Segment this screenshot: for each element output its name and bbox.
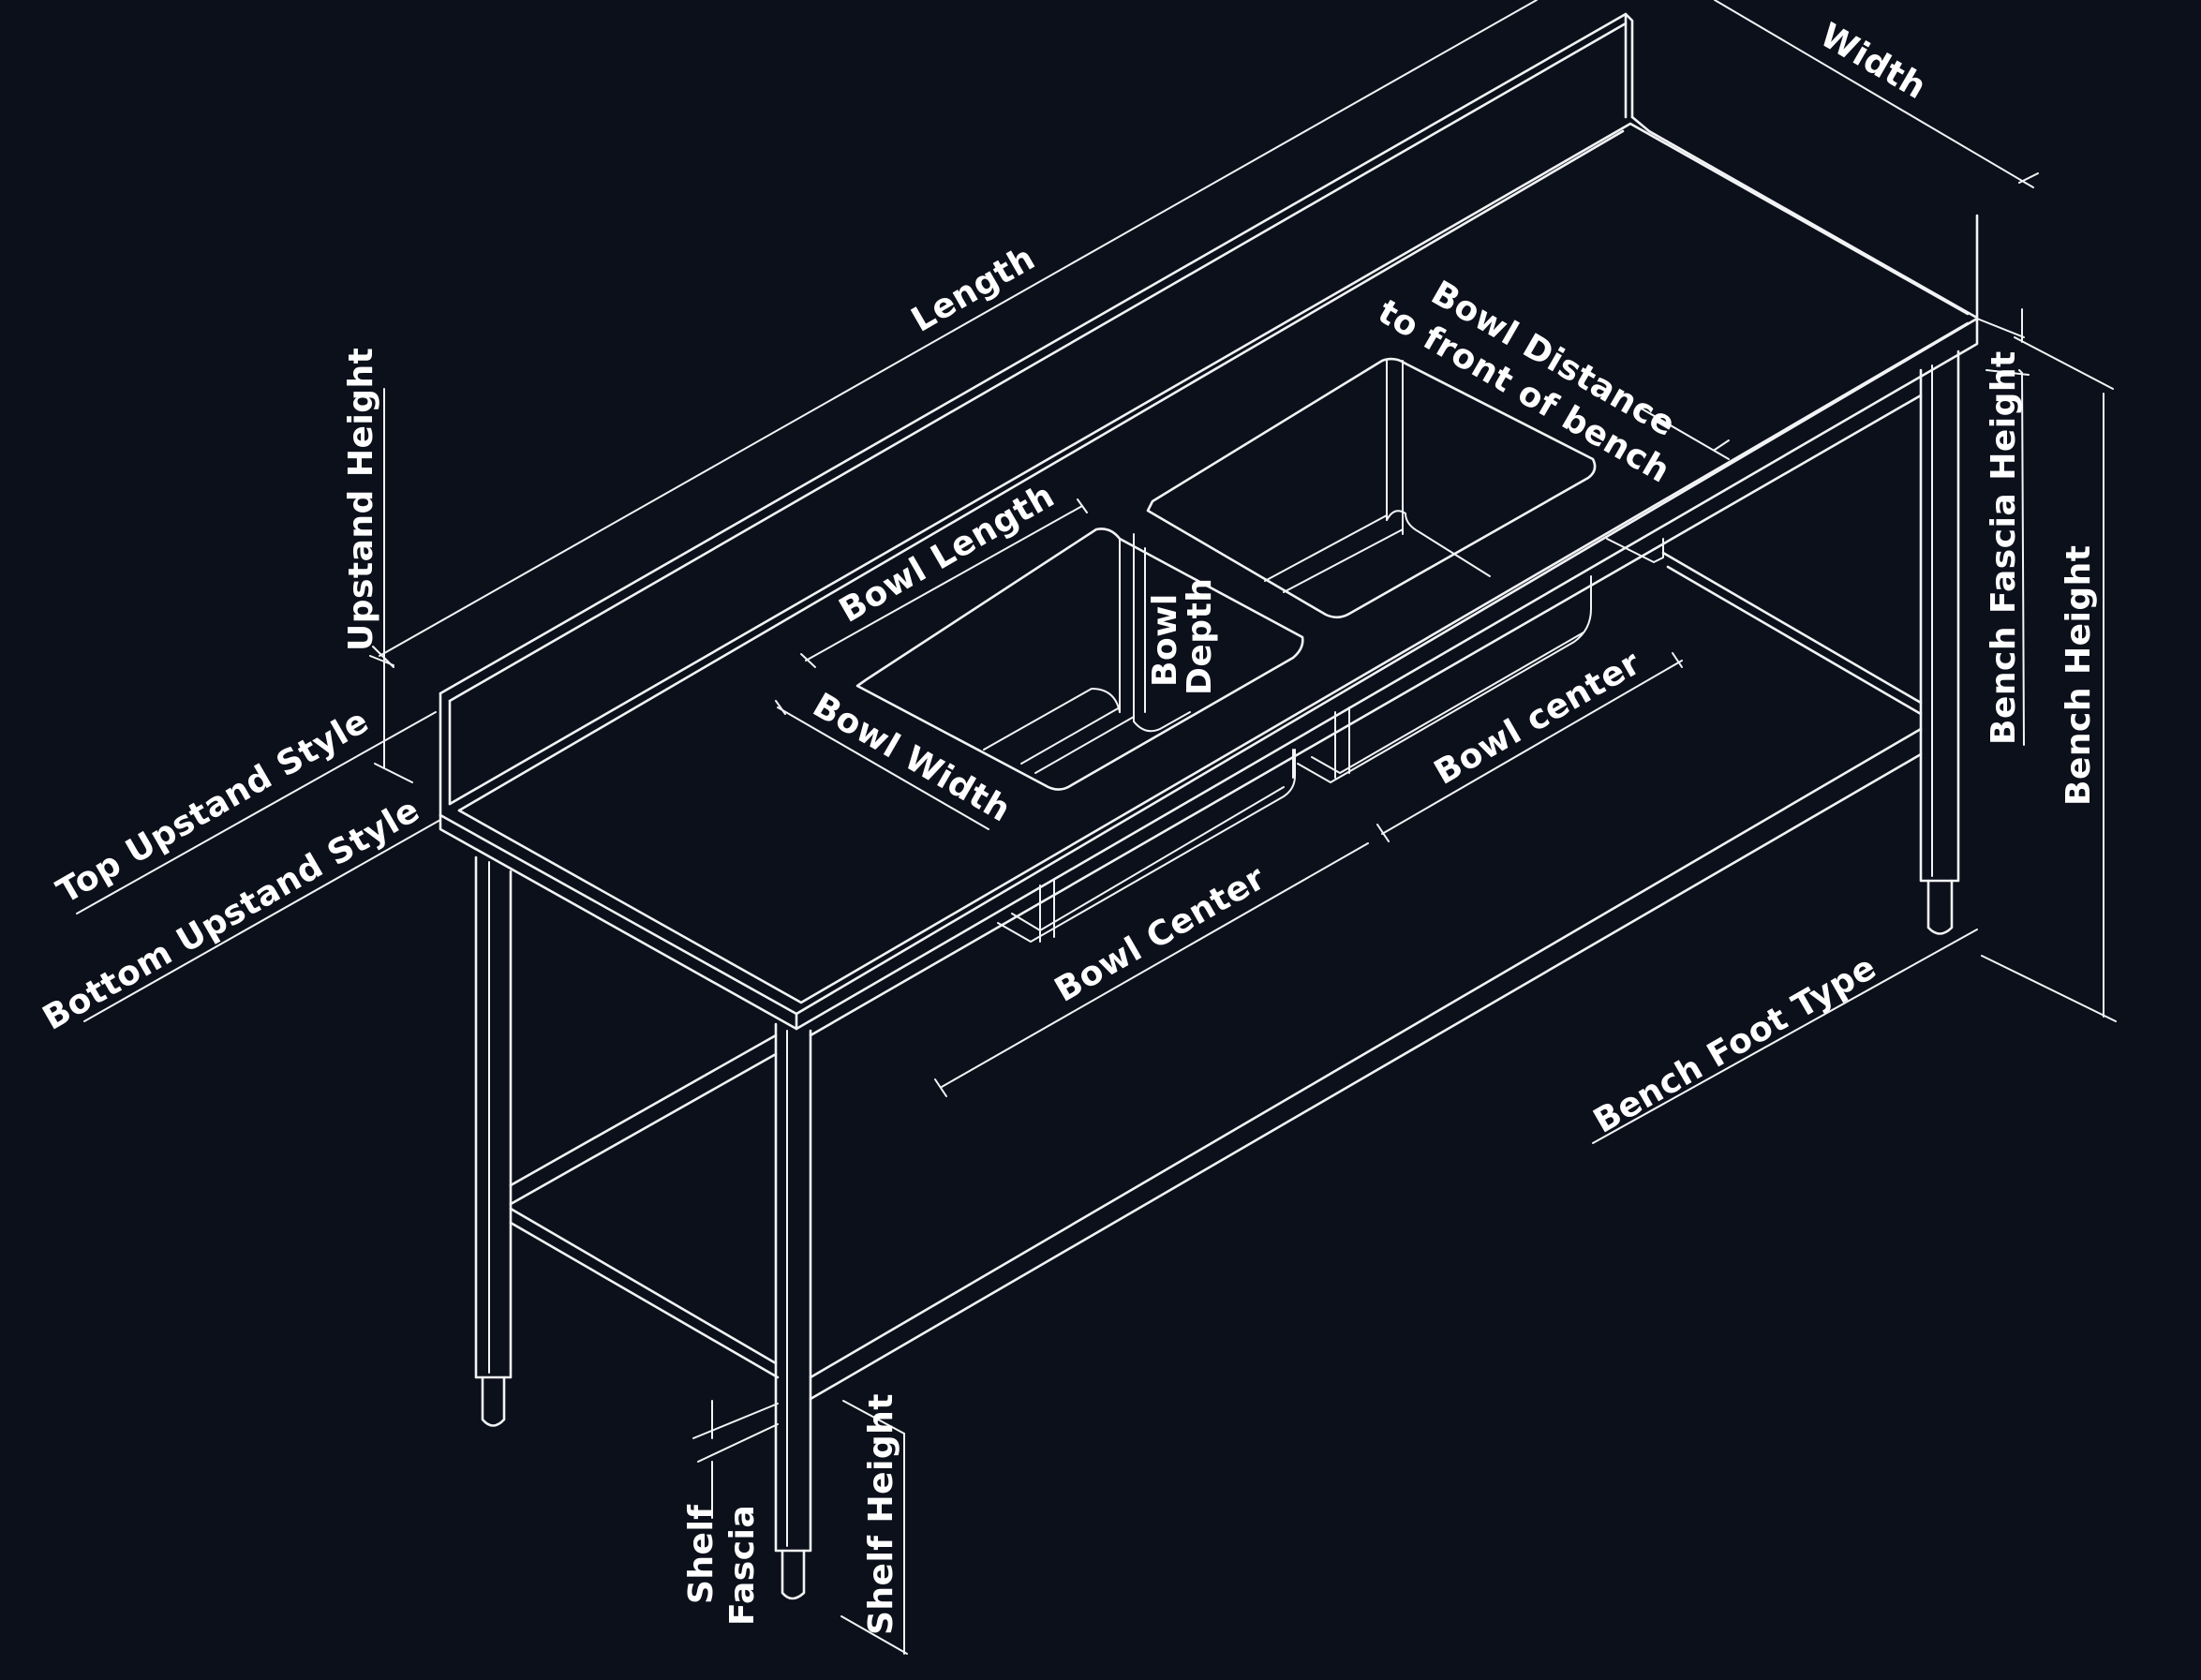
label-bowl-depth-line2: Depth <box>1181 578 1219 695</box>
label-shelf-height: Shelf Height <box>862 1393 900 1635</box>
bowl-undersides <box>997 538 1664 943</box>
label-bowl-depth-line1: Bowl <box>1146 593 1184 687</box>
label-shelf-fascia-line2: Fascia <box>723 1505 762 1626</box>
label-shelf-fascia-line1: Shelf <box>682 1505 721 1604</box>
under-shelf <box>509 394 1923 1401</box>
bowl-2 <box>1146 357 1597 619</box>
legs <box>474 349 1960 1600</box>
bench-drawing <box>439 12 1979 1600</box>
dimension-lines <box>76 0 2117 1655</box>
worktop <box>439 115 1979 1031</box>
bowl-1 <box>855 528 1304 791</box>
label-bench-fascia-height: Bench Fascia Height <box>1985 350 2023 745</box>
label-upstand-height: Upstand Height <box>342 348 380 651</box>
label-bench-height: Bench Height <box>2060 545 2098 806</box>
back-upstand <box>439 12 1634 817</box>
